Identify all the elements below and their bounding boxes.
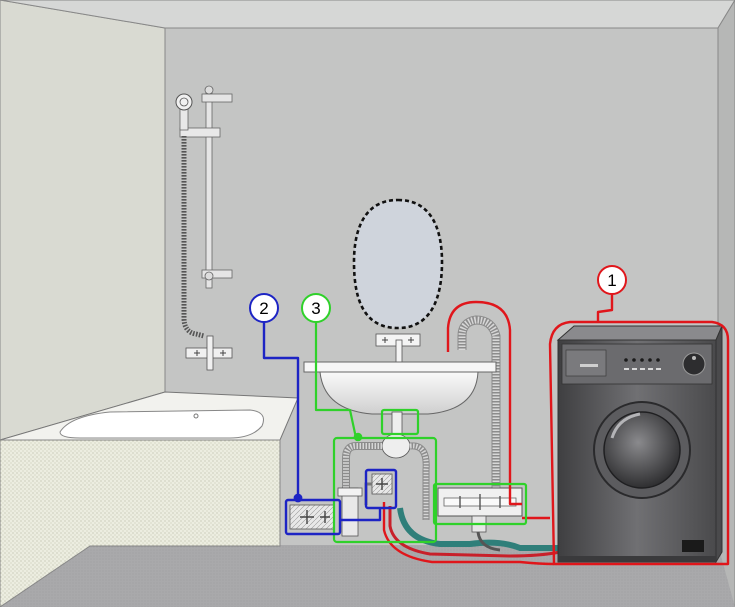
washer-door-glass [603, 411, 681, 489]
bathtub-panel [0, 439, 281, 607]
washer-led [656, 368, 661, 370]
callout-3-badge [301, 293, 331, 323]
supply-valve-2 [320, 511, 330, 523]
shower-set [175, 85, 233, 371]
shower-rail-top-bracket [201, 93, 233, 103]
washer-button [632, 358, 636, 362]
washer-hoses [388, 506, 561, 558]
washer-knob-pointer [692, 356, 696, 360]
callout-2-anchor-dot [293, 493, 303, 503]
washer-inlet-hose-to-trap-ribs [409, 443, 429, 520]
inlet-hose-teal [397, 507, 560, 551]
washer-button [656, 358, 660, 362]
callout-3-anchor-dot [353, 432, 363, 442]
callout-2-pipe-link [340, 508, 382, 522]
angle-valve-handle [376, 478, 388, 490]
washbasin-bowl [319, 371, 479, 415]
callout-2: 2 [249, 293, 279, 323]
trap-outlet-hose-ribs [343, 443, 382, 490]
washer-led [640, 368, 645, 370]
washer-filter-cover [682, 540, 704, 552]
connection-box-valves [459, 494, 501, 510]
washer-led [624, 368, 629, 370]
sink-trap-assembly [337, 411, 430, 537]
floor [0, 545, 735, 607]
mirror [352, 198, 444, 330]
standpipe-hose-ribs [458, 316, 500, 500]
shower-mixer-handles [194, 350, 226, 356]
drain-hose [476, 531, 501, 552]
callout-3-connection-box [432, 482, 528, 526]
washer-button [648, 358, 652, 362]
callout-1-leader [596, 294, 614, 322]
callout-2-supply-box [284, 498, 342, 536]
washbasin-top [303, 361, 497, 373]
washer-led [632, 368, 637, 370]
washer-led [648, 368, 653, 370]
left-wall [0, 0, 166, 441]
shower-hose [181, 136, 205, 339]
washer-button [624, 358, 628, 362]
callout-3-outline [314, 322, 528, 544]
callout-1-hose-route [382, 502, 555, 566]
callout-1-machine-border [548, 320, 730, 566]
washer-button [640, 358, 644, 362]
callout-1: 1 [597, 265, 627, 295]
callout-3-trap-box [332, 436, 438, 544]
washer-connection-box [437, 487, 523, 533]
bathtub-drain [193, 413, 199, 419]
shower-rail-bottom-bracket [201, 269, 233, 279]
washer-side [715, 325, 723, 564]
washer-detergent-drawer [565, 349, 607, 377]
washer-plinth [558, 556, 716, 562]
callout-2-badge [249, 293, 279, 323]
washing-machine [556, 325, 723, 564]
shower-rail-foot [204, 271, 214, 281]
washbasin [303, 361, 497, 415]
washer-program-knob [682, 352, 706, 376]
shower-mixer-outlet [206, 335, 214, 371]
supply-valve-1 [300, 510, 314, 524]
shower-head [175, 93, 193, 111]
water-supply-manifold [289, 473, 393, 530]
callout-2-leader [262, 322, 300, 500]
bathtub-basin [59, 409, 264, 439]
callout-2-label: 2 [259, 299, 268, 318]
inlet-hose-red [388, 506, 561, 558]
washer-leds [624, 368, 661, 370]
waste-pipe-collar [337, 487, 363, 497]
shower-head-rose [179, 97, 189, 107]
callout-1-standpipe-loop [446, 300, 522, 506]
callout-3-leader [314, 322, 358, 439]
shower-slider [179, 127, 221, 138]
washer-top [556, 325, 723, 341]
sink-mixer-handles [382, 337, 414, 343]
drain-standpipe [457, 315, 501, 500]
shower-rail-cap [204, 85, 214, 95]
washer-logo [580, 364, 598, 367]
sink-mixer [375, 333, 421, 363]
washer-door-highlight [610, 412, 641, 439]
callout-1-label: 1 [607, 271, 616, 290]
callout-1-badge [597, 265, 627, 295]
callout-3-label: 3 [311, 299, 320, 318]
shower-rail [205, 87, 213, 289]
callout-2-outline [262, 322, 398, 536]
callout-3-tailpiece-box [380, 408, 420, 436]
sink-spout [395, 339, 403, 363]
callout-3: 3 [301, 293, 331, 323]
washer-buttons [624, 358, 660, 362]
